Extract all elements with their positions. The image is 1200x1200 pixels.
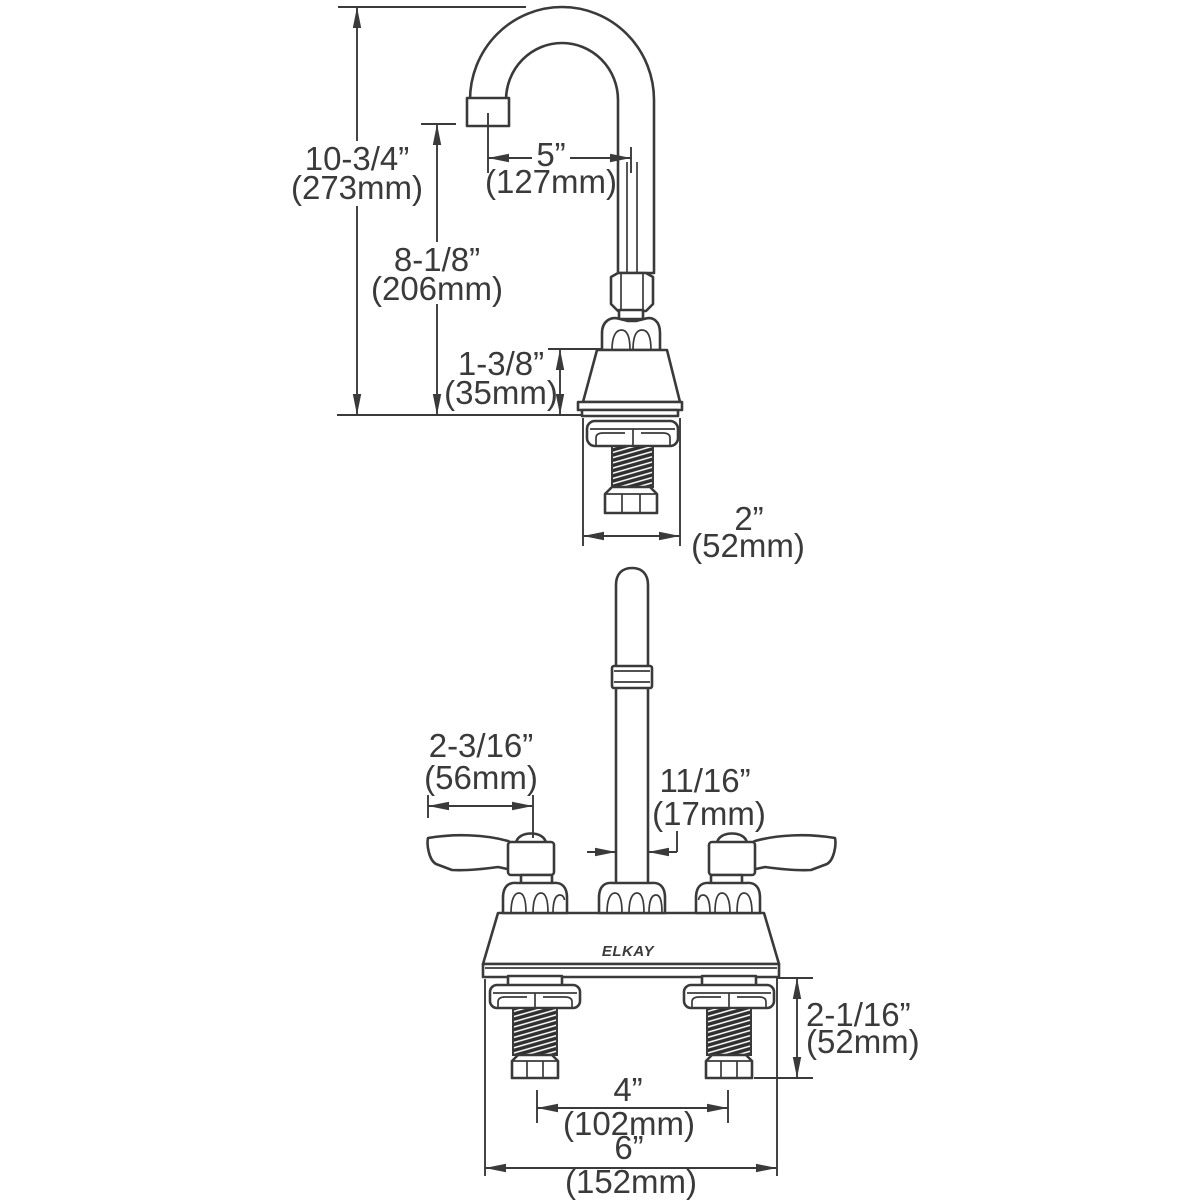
dim-base-diameter-imperial: 2”: [734, 500, 763, 537]
spout-escutcheon-scallop: [606, 892, 663, 914]
hex-nut-front: [510, 1053, 560, 1080]
dim-centers-metric: (102mm): [563, 1105, 695, 1142]
threaded-shank-front: [512, 1007, 558, 1056]
dim-spout-od-imperial: 11/16”: [659, 762, 750, 799]
side-view-dimensions: [337, 6, 681, 546]
coupling-nut-front: [610, 664, 654, 690]
dim-spout-reach-imperial: 5”: [536, 136, 565, 173]
spout-escutcheon: [597, 881, 667, 915]
left-mount: [488, 974, 582, 1080]
right-handle: [694, 832, 837, 915]
bonnet-scallop: [611, 329, 652, 351]
front-view: ELKAY: [424, 566, 920, 1200]
right-mount: [682, 974, 776, 1080]
dim-overall-height-metric: (273mm): [291, 169, 423, 206]
dim-handle-length-metric: (56mm): [424, 759, 538, 796]
front-view-dimensions: [427, 795, 813, 1176]
coupling-nut-side: [609, 271, 655, 313]
hex-nut-side: [603, 485, 659, 515]
base-flange-lip: [580, 408, 680, 418]
dim-overall-width-imperial: 6”: [614, 1129, 643, 1166]
dim-body-height-metric: (35mm): [444, 374, 558, 411]
flange-scallop: [497, 993, 573, 1008]
collar: [617, 308, 645, 321]
gooseneck-spout: [468, 5, 656, 275]
faucet-body-cone: [581, 348, 682, 404]
dim-spout-height-metric: (206mm): [371, 270, 503, 307]
dim-centers-imperial: 4”: [613, 1071, 642, 1108]
handle-escutcheon-scallop: [510, 892, 566, 914]
dim-spout-od-metric: (17mm): [652, 795, 766, 832]
side-view: 10-3/4” (273mm) 8-1/8” (206mm) 5” (127mm…: [291, 5, 805, 564]
dim-shank-length-metric: (52mm): [806, 1023, 920, 1060]
dim-overall-width-metric: (152mm): [565, 1163, 697, 1200]
handle-index-button: [514, 832, 548, 845]
handle-hub: [506, 840, 556, 877]
locknut-scallop: [595, 429, 671, 446]
bonnet-cap: [600, 316, 662, 352]
dim-body-height-imperial: 1-3/8”: [458, 345, 544, 382]
handle-lever: [426, 833, 514, 872]
dim-spout-height-imperial: 8-1/8”: [394, 241, 480, 278]
brand-logo: ELKAY: [602, 943, 656, 960]
dim-overall-height-imperial: 10-3/4”: [305, 140, 410, 177]
threaded-shank-side: [611, 445, 654, 488]
spout-riser-front: [614, 566, 650, 886]
dim-shank-length-imperial: 2-1/16”: [806, 996, 911, 1033]
dim-spout-reach-metric: (127mm): [485, 163, 617, 200]
dim-handle-length-imperial: 2-3/16”: [429, 727, 534, 764]
dim-base-diameter-metric: (52mm): [691, 527, 805, 564]
left-handle: [426, 832, 569, 915]
